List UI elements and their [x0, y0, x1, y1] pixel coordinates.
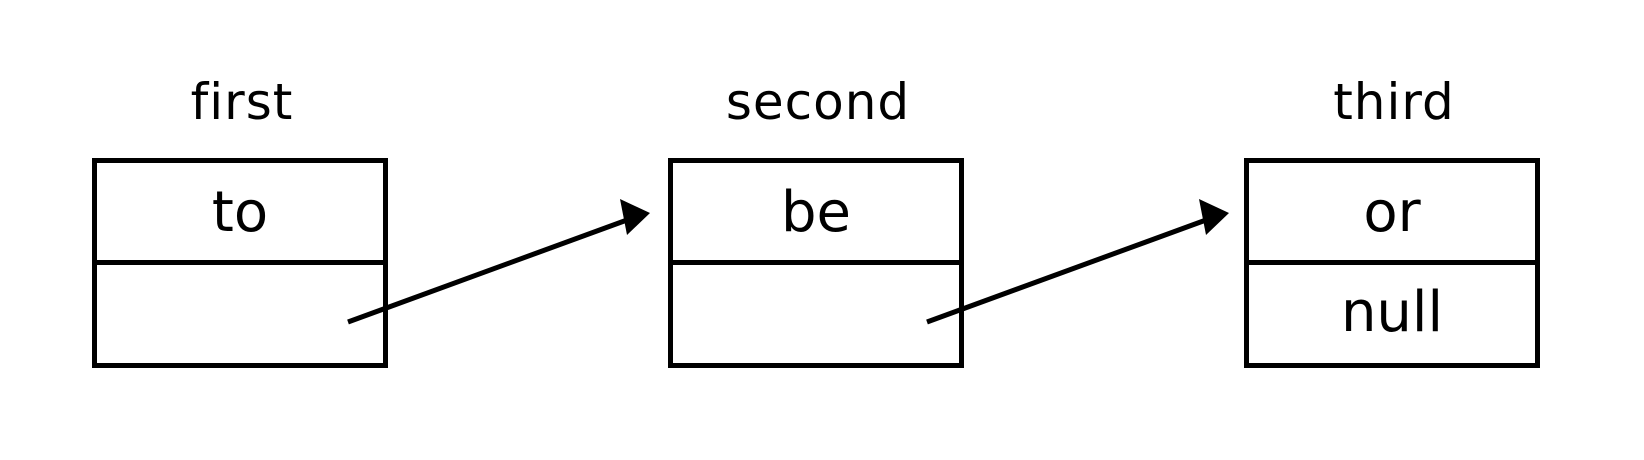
- link-arrow-second-to-third: [926, 199, 1229, 325]
- node-label-first: first: [190, 73, 294, 131]
- item-field-first: to: [211, 180, 269, 245]
- next-field-third: null: [1340, 280, 1444, 345]
- field-divider: [97, 260, 383, 265]
- node-box-second: be: [668, 158, 964, 368]
- field-divider: [673, 260, 959, 265]
- item-field-second: be: [781, 180, 851, 245]
- link-arrow-first-to-second: [347, 199, 650, 325]
- node-box-first: to: [92, 158, 388, 368]
- node-box-third: or null: [1244, 158, 1540, 368]
- node-label-third: third: [1333, 73, 1455, 131]
- field-divider: [1249, 260, 1535, 265]
- node-label-second: second: [725, 73, 911, 131]
- item-field-third: or: [1363, 180, 1421, 245]
- arrowhead-icon: [1199, 199, 1229, 235]
- arrowhead-icon: [620, 199, 650, 235]
